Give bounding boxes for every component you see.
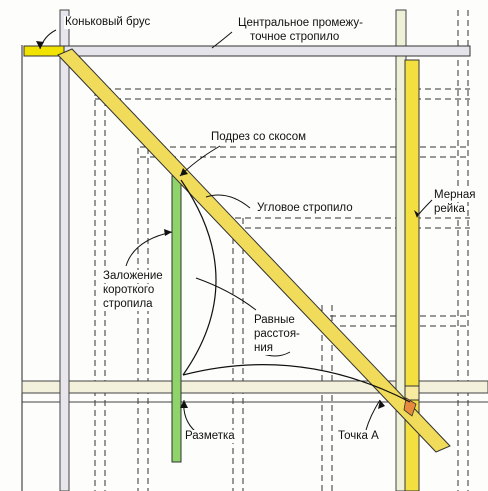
arrowhead [164, 229, 172, 236]
label-point-a: Точка А [337, 430, 380, 443]
arrowhead [180, 400, 188, 408]
central-intermediate-rafter [63, 45, 471, 57]
label-hip-rafter: Угловое стропило [256, 202, 354, 215]
label-equal-distances-3: ния [253, 342, 275, 355]
leader-arrowheads [36, 41, 419, 409]
label-central-rafter-2: точное стропило [249, 31, 341, 44]
end-common-rafter [59, 9, 70, 491]
arrowhead [180, 168, 188, 176]
point-a-marker [403, 397, 417, 417]
leader-measuring-stick [418, 199, 433, 215]
label-measuring-stick-2: рейка [433, 203, 466, 216]
label-marking: Разметка [184, 430, 236, 443]
label-bevel-cut: Подрез со скосом [210, 131, 308, 144]
label-measuring-stick-1: Мерная [433, 189, 477, 202]
equal-distance-arc-bottom [182, 364, 411, 403]
arrowhead [378, 400, 385, 409]
leader-hip-rafter [205, 194, 251, 209]
label-ridge-beam: Коньковый брус [64, 16, 152, 29]
label-equal-distances-1: Равные [253, 314, 296, 327]
measuring-stick-mark [404, 385, 420, 401]
label-central-rafter-1: Центральное промежу- [237, 17, 364, 30]
leader-point-a [365, 399, 381, 431]
label-short-rafter-run-3: стропила [102, 298, 154, 311]
equal-distance-arc-side [180, 179, 217, 376]
hip-rafter [57, 48, 451, 453]
leader-equal-top [195, 277, 257, 311]
label-equal-distances-2: расстоя- [253, 328, 301, 341]
label-short-rafter-run-1: Заложение [102, 270, 164, 283]
arrowhead [36, 41, 44, 49]
arrowhead [414, 210, 419, 218]
leader-short-rafter-run [125, 231, 173, 267]
short-jack-rafter [171, 175, 182, 463]
label-short-rafter-run-2: короткого [102, 284, 156, 297]
measuring-stick [404, 59, 420, 491]
leader-central-rafter [211, 31, 233, 49]
